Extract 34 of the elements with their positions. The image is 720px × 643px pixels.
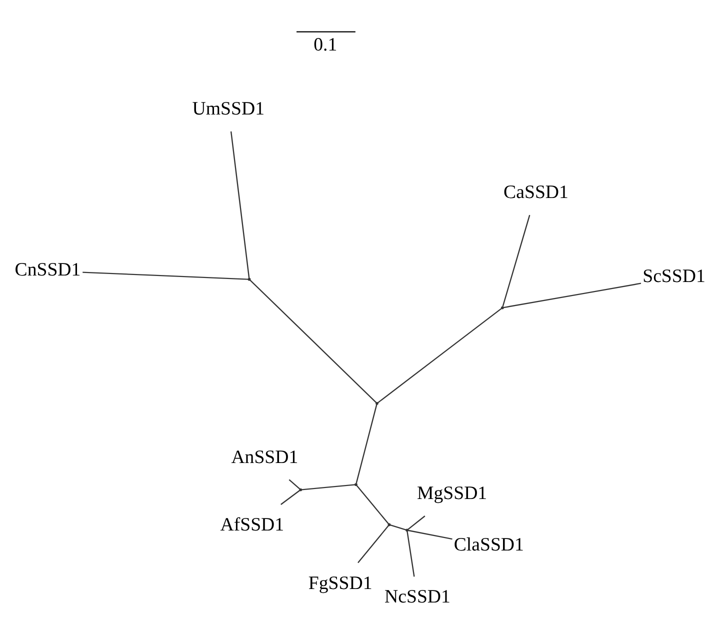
connector (390, 524, 406, 530)
connector (82, 271, 248, 280)
node-text: CnSSD1 (14, 258, 81, 280)
node-text: AfSSD1 (220, 514, 284, 535)
node-text: CaSSD1 (504, 181, 568, 202)
connector (302, 484, 356, 490)
node-point (501, 306, 504, 309)
connector (250, 279, 377, 403)
connector (230, 130, 250, 278)
node-text: UmSSD1 (192, 98, 265, 120)
node-text: MgSSD1 (416, 482, 488, 504)
connector (408, 529, 452, 540)
node-point (248, 277, 251, 280)
node-point (376, 401, 378, 404)
connector (356, 404, 378, 483)
node-point (299, 488, 302, 491)
connector (407, 515, 426, 530)
connector (356, 484, 389, 524)
node-text: ClaSSD1 (454, 534, 524, 556)
connector (503, 282, 642, 308)
node-text: ScSSD1 (642, 266, 706, 287)
connector (406, 530, 415, 576)
node-text: FgSSD1 (308, 572, 372, 594)
node-text: NcSSD1 (384, 586, 450, 608)
node-point (354, 482, 358, 486)
label: 0.1 (314, 34, 338, 55)
connector (377, 307, 502, 403)
connector (288, 478, 300, 489)
node-point (406, 528, 408, 532)
node-point (388, 522, 391, 526)
node-text: AnSSD1 (231, 446, 298, 468)
connector (280, 489, 300, 504)
connector (358, 524, 390, 563)
connector (502, 214, 530, 306)
